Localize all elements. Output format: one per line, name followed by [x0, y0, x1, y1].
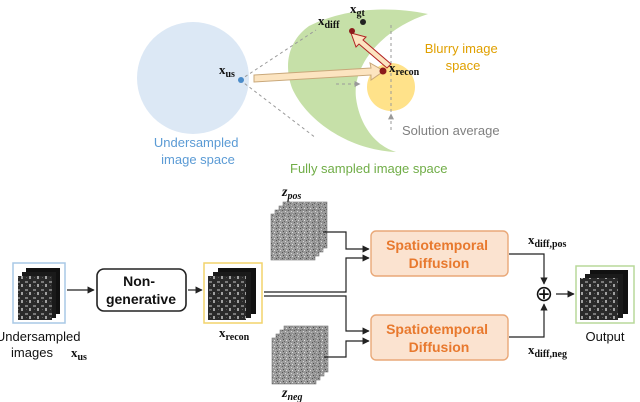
- z-neg-noise-stack: [271, 325, 329, 385]
- x-gt-label: xgt: [350, 1, 366, 19]
- x-diff-label: xdiff: [318, 13, 340, 31]
- dashed-projection-line-lower: [239, 79, 317, 139]
- input-symbol: xus: [71, 345, 87, 363]
- sum-symbol: ⊕: [535, 281, 553, 306]
- pipeline-diagram: Undersampled images xus Non- generative …: [0, 185, 635, 402]
- solution-average-label: Solution average: [402, 123, 500, 138]
- undersampled-image-space-region: [137, 22, 249, 134]
- diffusion-top-label: Spatiotemporal Diffusion: [386, 237, 492, 271]
- image-space-diagram: xus xgt xdiff xrecon Undersampled image …: [137, 1, 502, 176]
- connector-recon-bottom: [264, 295, 370, 335]
- reconstruction-arrow: [253, 62, 385, 83]
- diffusion-bottom-label: Spatiotemporal Diffusion: [386, 321, 492, 355]
- x-diff-neg-label: xdiff,neg: [528, 342, 567, 360]
- output-label: Output: [585, 329, 624, 344]
- refinement-arrow: [350, 32, 392, 69]
- x-us-point: [238, 77, 244, 83]
- x-diff-point: [349, 28, 355, 34]
- connector-z-pos: [323, 231, 370, 253]
- z-pos-noise-stack: [270, 201, 328, 261]
- x-diff-pos-label: xdiff,pos: [528, 232, 567, 250]
- output-image-stack: [575, 265, 635, 324]
- undersampled-space-label: Undersampled image space: [154, 135, 242, 167]
- spatiotemporal-diffusion-box-top: [370, 230, 509, 277]
- non-generative-label: Non- generative: [106, 273, 176, 307]
- undersampled-image-stack: [12, 262, 66, 324]
- z-pos-label: zpos: [281, 185, 301, 202]
- recon-image-stack: [203, 262, 263, 324]
- non-generative-box: [96, 268, 187, 312]
- connector-diff-pos-to-sum: [509, 253, 548, 285]
- input-label: Undersampled images: [0, 329, 84, 360]
- x-gt-point: [360, 19, 366, 25]
- fully-sampled-image-space-region: [288, 9, 428, 152]
- fully-sampled-space-label: Fully sampled image space: [290, 161, 448, 176]
- connector-diff-neg-to-sum: [509, 303, 548, 338]
- blurry-space-label: Blurry image space: [425, 41, 502, 73]
- x-us-label: xus: [219, 62, 235, 80]
- x-recon-label: xrecon: [389, 60, 420, 78]
- connector-z-neg: [324, 337, 370, 358]
- x-recon-point: [379, 67, 387, 75]
- connector-recon-top: [264, 254, 370, 293]
- spatiotemporal-diffusion-box-bottom: [370, 314, 509, 361]
- recon-symbol: xrecon: [219, 325, 250, 343]
- z-neg-label: zneg: [281, 386, 302, 402]
